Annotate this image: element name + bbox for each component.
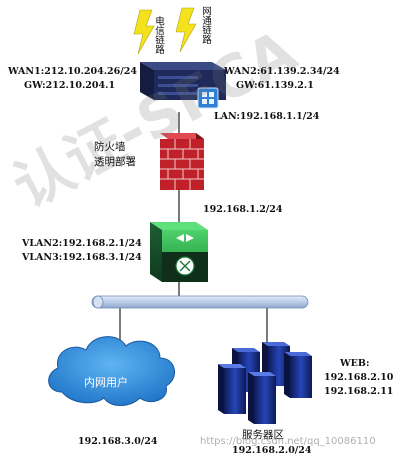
blog-url-watermark: https://blog.csdn.net/qq_10086110: [200, 436, 376, 447]
web-title-label: WEB:: [340, 358, 370, 369]
telecom-link-label: 电信链路: [153, 16, 164, 54]
lan-bus-bar: [91, 295, 309, 309]
router-lan-label: LAN:192.168.1.1/24: [214, 111, 320, 122]
firewall-mode-label: 透明部署: [94, 156, 136, 168]
switch-vlan2-label: VLAN2:192.168.2.1/24: [22, 238, 142, 249]
intranet-cloud-icon: [48, 336, 175, 406]
switch-vlan3-label: VLAN3:192.168.3.1/24: [22, 252, 142, 263]
core-switch-icon: [150, 222, 208, 282]
server-subnet-label: 192.168.2.0/24: [232, 445, 312, 456]
router-wan1-label: WAN1:212.10.204.26/24: [8, 66, 137, 77]
router-port-icon: [197, 87, 219, 109]
router-gw1-label: GW:212.10.204.1: [24, 80, 116, 91]
switch-uplink-ip-label: 192.168.1.2/24: [203, 204, 283, 215]
intranet-subnet-label: 192.168.3.0/24: [78, 436, 158, 447]
firewall-label: 防火墙: [94, 141, 126, 153]
web-ip2-label: 192.168.2.11: [324, 386, 394, 397]
intranet-cloud-label: 内网用户: [84, 376, 128, 389]
router-gw2-label: GW:61.139.2.1: [236, 80, 314, 91]
server-cluster-icon: [218, 342, 312, 424]
router-icon: [140, 62, 226, 100]
server-zone-label: 服务器区: [242, 429, 284, 441]
web-ip1-label: 192.168.2.10: [324, 372, 394, 383]
netcom-link-label: 网通链路: [200, 6, 211, 44]
telecom-lightning-icon: [133, 9, 155, 55]
firewall-icon: [160, 133, 204, 190]
router-wan2-label: WAN2:61.139.2.34/24: [224, 66, 340, 77]
netcom-lightning-icon: [175, 7, 197, 53]
